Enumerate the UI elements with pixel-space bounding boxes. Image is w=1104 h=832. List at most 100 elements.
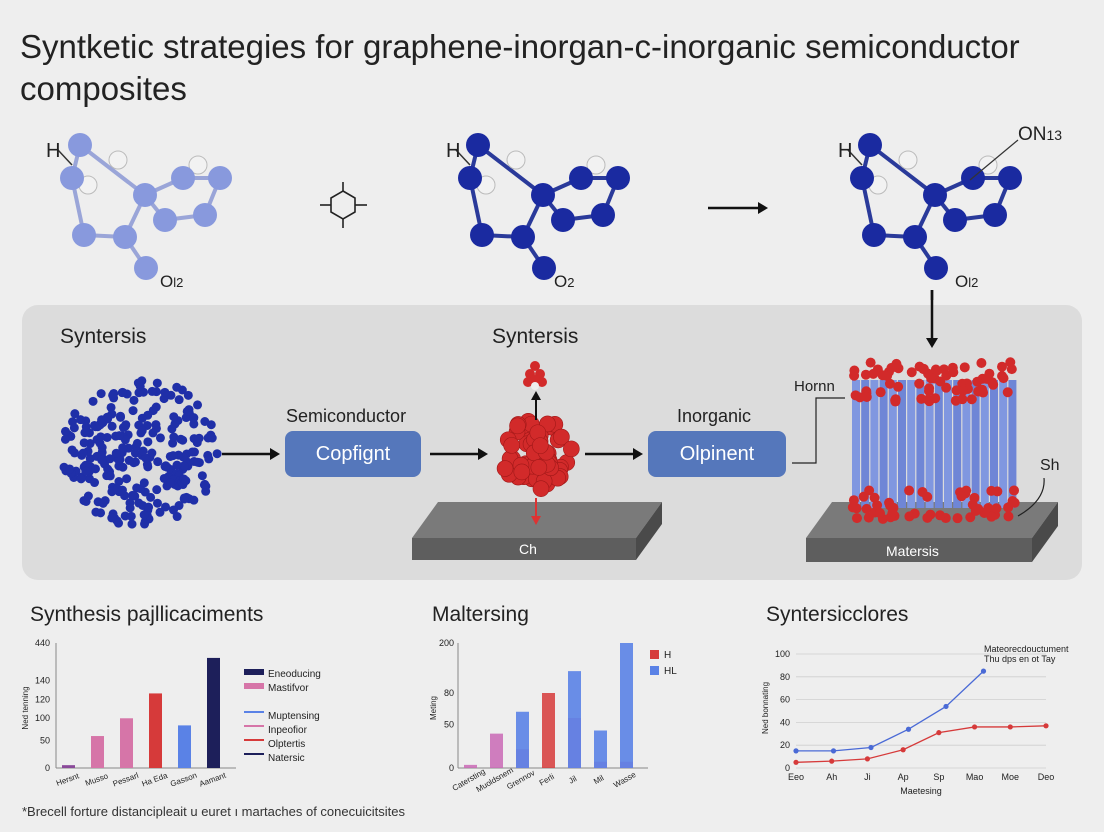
x-tick-label: Sp	[933, 772, 944, 782]
y-axis-label: Ned tenning	[21, 686, 30, 729]
legend-label: Natersic	[268, 753, 305, 764]
atom	[458, 166, 482, 190]
legend-label: HL	[664, 666, 677, 677]
atom	[998, 166, 1022, 190]
hydrogen-atom	[188, 155, 208, 175]
legend-swatch	[244, 711, 264, 713]
x-tick-label: Hersnt	[55, 771, 81, 788]
x-tick-label: Gasson	[169, 771, 198, 789]
legend-swatch	[244, 739, 264, 741]
legend-label: H	[664, 650, 671, 661]
bar	[568, 671, 581, 768]
atom	[531, 183, 555, 207]
hexagon-icon	[320, 182, 367, 228]
data-point	[905, 726, 912, 732]
y-tick-label: 50	[40, 736, 50, 746]
slab-label: Ch	[519, 541, 537, 557]
synthesis-label-center: Syntersis	[492, 325, 579, 348]
x-tick-label: Moe	[1002, 772, 1020, 782]
hydrogen-label-1: H	[46, 140, 61, 162]
x-axis-label: Maetesing	[900, 786, 942, 796]
nanorod-array	[847, 357, 1020, 524]
oxygen-label-1: Ol2	[160, 272, 184, 291]
small-red-cluster	[523, 361, 547, 390]
atom	[569, 166, 593, 190]
y-tick-label: 100	[35, 713, 50, 723]
atom	[193, 203, 217, 227]
x-tick-label: Pessarl	[112, 771, 140, 789]
y-axis-label: Meting	[429, 696, 438, 720]
bar	[149, 693, 162, 768]
legend-label: Muptensing	[268, 711, 320, 722]
series-line	[796, 670, 984, 752]
data-point	[793, 759, 799, 765]
data-point	[943, 703, 949, 710]
legend-label: Mastifvor	[268, 683, 309, 694]
x-tick-label: Mil	[592, 773, 606, 786]
data-point	[864, 756, 871, 762]
reaction-arrow-icon	[708, 202, 768, 214]
data-point	[830, 748, 837, 754]
x-tick-label: Ji	[864, 772, 871, 782]
data-point	[829, 758, 835, 764]
data-point	[971, 724, 978, 730]
bar	[207, 657, 220, 768]
y-tick-label: 50	[444, 719, 454, 729]
process-graphics	[59, 290, 1058, 562]
bar	[620, 643, 633, 768]
footnote: *Brecell forture distancipleait u euret …	[22, 804, 405, 819]
y-axis-label: Ned bonnating	[761, 682, 770, 734]
y-tick-label: 80	[780, 672, 790, 682]
x-tick-label: Ferli	[538, 772, 556, 788]
atom	[551, 208, 575, 232]
arrow-icon	[222, 448, 280, 460]
nanoparticle-cloud	[59, 376, 222, 529]
bar	[178, 725, 191, 768]
red-cluster	[496, 412, 580, 497]
legend-label: Eneoducing	[268, 669, 321, 680]
y-tick-label: 80	[444, 688, 454, 698]
x-tick-label: Ah	[826, 772, 837, 782]
bar	[594, 730, 607, 768]
atom	[133, 183, 157, 207]
atom	[68, 133, 92, 157]
atom	[113, 225, 137, 249]
x-tick-label: Musso	[84, 771, 110, 788]
x-tick-label: Mao	[966, 772, 984, 782]
chart3-title: Syntersicclores	[766, 603, 909, 626]
y-tick-label: 20	[780, 740, 790, 750]
hydrogen-atom	[108, 150, 128, 170]
bar	[490, 733, 503, 768]
atom	[532, 256, 556, 280]
legend-label: Thu dps en ot Tay	[984, 654, 1056, 664]
data-point	[980, 668, 987, 674]
hydrogen-atom	[586, 155, 606, 175]
down-arrow-red-icon	[531, 498, 541, 525]
data-point	[1007, 724, 1013, 730]
x-tick-label: Wasse	[612, 770, 638, 790]
atom	[983, 203, 1007, 227]
atom	[72, 223, 96, 247]
bar	[120, 718, 133, 768]
arrow-icon	[430, 448, 488, 460]
atom	[511, 225, 535, 249]
atom	[208, 166, 232, 190]
sh-label: Sh	[1040, 457, 1060, 474]
olpinent-box: Olpinent	[648, 431, 786, 477]
legend-swatch	[244, 683, 264, 689]
atom	[591, 203, 615, 227]
series-line	[795, 725, 1047, 763]
legend-label: Mateorecdouctument	[984, 644, 1069, 654]
hydrogen-label-3: H	[838, 140, 853, 162]
atom	[470, 223, 494, 247]
y-tick-label: 0	[449, 763, 454, 773]
x-tick-label: Ap	[898, 772, 909, 782]
atom	[924, 256, 948, 280]
molecule-dark-right	[847, 133, 1022, 280]
molecule-dark	[455, 133, 630, 280]
bar	[464, 764, 477, 768]
atom	[134, 256, 158, 280]
copfignt-box: Copfignt	[285, 431, 421, 477]
